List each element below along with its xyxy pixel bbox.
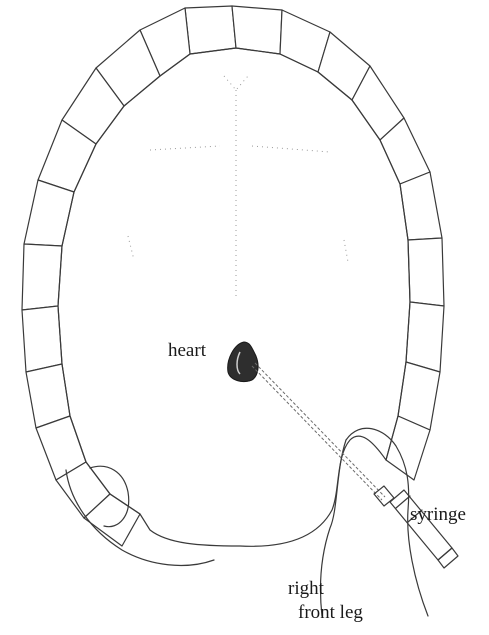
needle-path	[252, 363, 385, 500]
syringe-icon	[374, 486, 458, 568]
leg-label-line1: right	[288, 578, 325, 599]
syringe-label: syringe	[410, 504, 466, 525]
heart-label: heart	[168, 340, 207, 361]
seam-upper-left	[150, 146, 220, 150]
seam-mid-left	[128, 236, 134, 260]
seam-y-junction	[224, 76, 248, 90]
carapace-marginal-scutes	[22, 6, 444, 546]
leg-label-line2: front leg	[298, 602, 363, 623]
right-front-leg-inner	[320, 440, 346, 616]
seam-mid-right	[344, 240, 348, 262]
seam-upper-right	[252, 146, 330, 152]
heart-shape	[228, 342, 258, 382]
